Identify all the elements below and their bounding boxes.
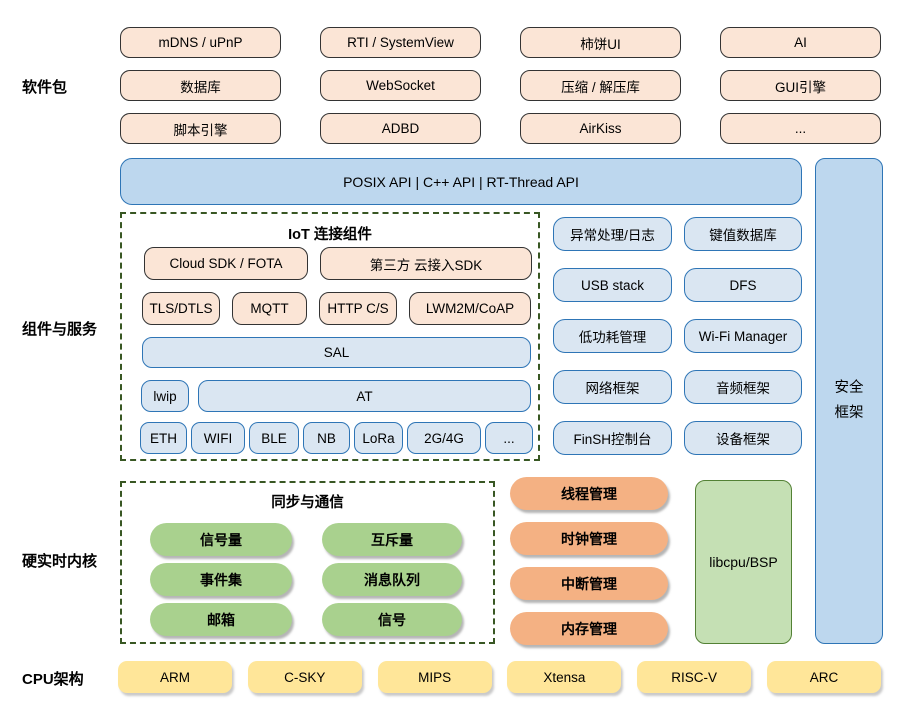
security-framework-line1: 安全 (834, 379, 864, 396)
tls-dtls-box: TLS/DTLS (142, 292, 220, 325)
section-label-cpu-arch: CPU架构 (22, 671, 84, 688)
software-package-box: 柿饼UI (520, 27, 681, 58)
software-package-box: GUI引擎 (720, 70, 881, 101)
ipc-pill-semaphore: 信号量 (150, 523, 292, 556)
lwm2m-coap-box: LWM2M/CoAP (409, 292, 531, 325)
kernel-management-column: 线程管理 时钟管理 中断管理 内存管理 (510, 477, 668, 645)
ipc-pill-signal: 信号 (322, 603, 462, 636)
iot-stack-row: lwip AT (141, 380, 531, 412)
libcpu-bsp-box: libcpu/BSP (695, 480, 792, 644)
ipc-pills-grid: 信号量 互斥量 事件集 消息队列 邮箱 信号 (150, 523, 462, 636)
service-box-wifi-manager: Wi-Fi Manager (684, 319, 802, 353)
software-package-box: AirKiss (520, 113, 681, 144)
iot-components-group: IoT 连接组件 Cloud SDK / FOTA 第三方 云接入SDK TLS… (120, 212, 540, 461)
services-grid: 异常处理/日志 键值数据库 USB stack DFS 低功耗管理 Wi-Fi … (553, 217, 802, 455)
ipc-pill-mutex: 互斥量 (322, 523, 462, 556)
software-package-box: 数据库 (120, 70, 281, 101)
ipc-pill-mailbox: 邮箱 (150, 603, 292, 636)
software-package-box: 压缩 / 解压库 (520, 70, 681, 101)
mqtt-box: MQTT (232, 292, 307, 325)
service-box-kv-database: 键值数据库 (684, 217, 802, 251)
software-package-box: WebSocket (320, 70, 481, 101)
section-label-kernel: 硬实时内核 (22, 553, 98, 570)
software-package-box: AI (720, 27, 881, 58)
iot-components-title: IoT 连接组件 (288, 227, 372, 243)
ipc-pill-event-set: 事件集 (150, 563, 292, 596)
cpu-arch-xtensa: Xtensa (507, 661, 622, 693)
link-lora-box: LoRa (354, 422, 403, 454)
link-more-box: ... (485, 422, 533, 454)
service-box-dfs: DFS (684, 268, 802, 302)
service-box-audio-frame: 音频框架 (684, 370, 802, 404)
third-party-cloud-sdk-box: 第三方 云接入SDK (320, 247, 532, 280)
ipc-pill-message-queue: 消息队列 (322, 563, 462, 596)
at-box: AT (198, 380, 531, 412)
link-2g4g-box: 2G/4G (407, 422, 481, 454)
iot-link-layer-row: ETH WIFI BLE NB LoRa 2G/4G ... (140, 422, 533, 454)
kernel-pill-interrupt-mgmt: 中断管理 (510, 567, 668, 600)
section-label-components-services: 组件与服务 (22, 321, 98, 338)
iot-sdk-row: Cloud SDK / FOTA 第三方 云接入SDK (144, 247, 532, 280)
software-packages-grid: mDNS / uPnP RTI / SystemView 柿饼UI AI 数据库… (120, 27, 881, 144)
software-package-box: mDNS / uPnP (120, 27, 281, 58)
sal-box: SAL (142, 337, 531, 368)
cloud-sdk-fota-box: Cloud SDK / FOTA (144, 247, 308, 280)
cpu-arch-arc: ARC (766, 661, 881, 693)
cpu-arch-arm: ARM (118, 661, 232, 693)
iot-protocol-row: TLS/DTLS MQTT HTTP C/S LWM2M/CoAP (142, 292, 531, 325)
link-nb-box: NB (303, 422, 350, 454)
link-ble-box: BLE (249, 422, 299, 454)
sync-communication-group: 同步与通信 信号量 互斥量 事件集 消息队列 邮箱 信号 (120, 481, 495, 644)
link-eth-box: ETH (140, 422, 187, 454)
security-framework-bar: 安全 框架 (815, 158, 883, 644)
service-box-low-power: 低功耗管理 (553, 319, 672, 353)
cpu-arch-riscv: RISC-V (637, 661, 752, 693)
kernel-pill-thread-mgmt: 线程管理 (510, 477, 668, 510)
http-cs-box: HTTP C/S (319, 292, 397, 325)
service-box-finsh-console: FinSH控制台 (553, 421, 672, 455)
cpu-arch-mips: MIPS (377, 661, 492, 693)
kernel-pill-clock-mgmt: 时钟管理 (510, 522, 668, 555)
sync-communication-title: 同步与通信 (271, 495, 344, 511)
software-package-box: RTI / SystemView (320, 27, 481, 58)
kernel-pill-memory-mgmt: 内存管理 (510, 612, 668, 645)
link-wifi-box: WIFI (191, 422, 245, 454)
cpu-arch-csky: C-SKY (247, 661, 362, 693)
lwip-box: lwip (141, 380, 189, 412)
software-package-box: 脚本引擎 (120, 113, 281, 144)
service-box-exception-log: 异常处理/日志 (553, 217, 672, 251)
api-layer-bar: POSIX API | C++ API | RT-Thread API (120, 158, 802, 205)
service-box-device-frame: 设备框架 (684, 421, 802, 455)
security-framework-line2: 框架 (834, 405, 864, 421)
cpu-architecture-grid: ARM C-SKY MIPS Xtensa RISC-V ARC (118, 661, 881, 693)
service-box-network-frame: 网络框架 (553, 370, 672, 404)
software-package-box: ADBD (320, 113, 481, 144)
software-package-box: ... (720, 113, 881, 144)
service-box-usb-stack: USB stack (553, 268, 672, 302)
section-label-software-packages: 软件包 (22, 79, 68, 96)
